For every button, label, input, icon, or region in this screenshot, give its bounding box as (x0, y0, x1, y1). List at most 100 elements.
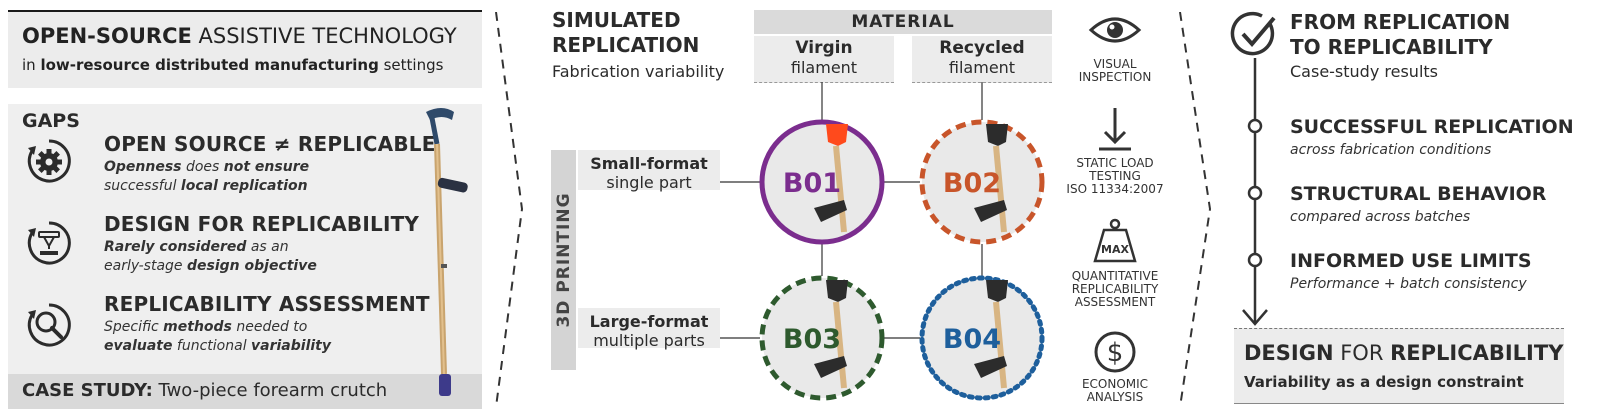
result-sub-2: compared across batches (1290, 209, 1471, 225)
text-seg: local replication (180, 178, 308, 194)
material-recycled-sub: filament (948, 58, 1016, 77)
crutch-cuff (986, 280, 1008, 302)
subtitle-pre: in (22, 56, 41, 74)
crutch-grip (974, 200, 1007, 222)
crutch-cuff (986, 124, 1008, 146)
results-title-line2: TO REPLICABILITY (1290, 35, 1493, 59)
format-small-sub: single part (606, 173, 692, 192)
material-virgin-sub: filament (790, 58, 858, 77)
simulation-title-line2: REPLICATION (552, 33, 700, 57)
simulation-title-line1: SIMULATED (552, 8, 681, 32)
results-title: FROM REPLICATION TO REPLICABILITY (1290, 10, 1510, 60)
batch-label: B01 (783, 168, 841, 199)
conclusion-mid: FOR (1333, 341, 1391, 365)
crutch-shaft (833, 301, 847, 389)
result-sub-1: across fabrication conditions (1290, 142, 1492, 158)
gaps-label: GAPS (22, 110, 80, 132)
crutch-grip (974, 356, 1007, 378)
batch-b02: B02 (919, 119, 1045, 245)
gap-heading-2: DESIGN FOR REPLICABILITY (104, 212, 420, 236)
simulation-title: SIMULATED REPLICATION (552, 8, 699, 58)
test-line: ASSESSMENT (1074, 295, 1156, 309)
text-seg: does (181, 159, 224, 175)
format-small: Small-format single part (578, 150, 720, 192)
conclusion-bold2: REPLICABILITY (1390, 341, 1564, 365)
test-line: STATIC LOAD (1076, 156, 1154, 170)
magnifier-cycle-icon (24, 300, 74, 350)
batch-b04: B04 (919, 275, 1045, 401)
main-subtitle: in low-resource distributed manufacturin… (22, 56, 443, 74)
gap-desc-3-line2: evaluate functional variability (104, 337, 331, 356)
svg-text:$: $ (1107, 338, 1124, 368)
subtitle-bold: low-resource distributed manufacturing (40, 56, 379, 74)
chevron-divider-left (495, 12, 524, 407)
batch-label: B02 (943, 168, 1001, 199)
material-virgin: Virgin filament (754, 36, 894, 83)
case-study-label: CASE STUDY: (22, 380, 153, 401)
text-seg: evaluate (104, 338, 173, 354)
test-line: ISO 11334:2007 (1066, 182, 1164, 196)
text-seg: early-stage (104, 258, 187, 274)
batch-circle (919, 275, 1045, 401)
text-seg: variability (251, 338, 331, 354)
format-large-sub: multiple parts (593, 331, 705, 350)
weight-max-icon: MAX (1093, 218, 1137, 263)
test-line: INSPECTION (1078, 70, 1152, 84)
gap-desc-1-line1: Openness does not ensure (104, 158, 309, 177)
process-label-text: 3D PRINTING (554, 192, 574, 327)
text-seg: Specific (104, 319, 164, 335)
text-seg: functional (172, 338, 252, 354)
conclusion-subtitle: Variability as a design constraint (1244, 373, 1524, 391)
main-title-bold: OPEN-SOURCE (22, 24, 192, 48)
down-arrow-load-icon (1099, 108, 1131, 151)
case-study-bar: CASE STUDY: Two-piece forearm crutch (8, 374, 482, 409)
main-title: OPEN-SOURCE ASSISTIVE TECHNOLOGY (22, 24, 457, 48)
gap-heading-3: REPLICABILITY ASSESSMENT (104, 292, 430, 316)
forearm-crutch-image (412, 104, 480, 402)
crutch-grip (814, 200, 847, 222)
batch-circle (919, 119, 1045, 245)
gap-desc-2-line2: early-stage design objective (104, 257, 317, 276)
result-sub-3: Performance + batch consistency (1290, 276, 1527, 292)
case-study-text: CASE STUDY: Two-piece forearm crutch (22, 380, 387, 401)
conclusion-box: DESIGN FOR REPLICABILITY Variability as … (1234, 328, 1564, 404)
text-seg: as an (246, 239, 289, 255)
results-title-line1: FROM REPLICATION (1290, 10, 1511, 34)
connector-lines (720, 82, 983, 339)
batch-label: B03 (783, 324, 841, 355)
chevron-divider-right (1179, 12, 1212, 407)
text-seg: methods (163, 319, 232, 335)
batch-label: B04 (943, 324, 1001, 355)
weight-max-text: MAX (1101, 243, 1129, 256)
crutch-shaft (993, 145, 1007, 233)
material-virgin-name: Virgin (795, 38, 853, 58)
results-subtitle: Case-study results (1290, 62, 1438, 81)
conclusion-bold1: DESIGN (1244, 341, 1334, 365)
test-line: QUANTITATIVE (1071, 269, 1159, 283)
format-large-name: Large-format (589, 312, 709, 331)
material-header: MATERIAL (754, 10, 1052, 34)
gap-desc-2-line1: Rarely considered as an (104, 238, 317, 257)
result-heading-3: INFORMED USE LIMITS (1290, 250, 1532, 272)
format-small-name: Small-format (590, 154, 708, 173)
conclusion-title: DESIGN FOR REPLICABILITY (1244, 341, 1563, 365)
batch-circle (759, 119, 885, 245)
3d-printer-cycle-icon (24, 218, 74, 268)
test-line: ANALYSIS (1086, 390, 1144, 404)
gap-desc-2: Rarely considered as an early-stage desi… (104, 238, 317, 276)
text-seg: Rarely considered (104, 239, 247, 255)
eye-icon (1088, 17, 1142, 43)
crutch-cuff (826, 124, 848, 146)
test-line: REPLICABILITY (1071, 282, 1159, 296)
text-seg: not ensure (223, 159, 310, 175)
result-heading-2: STRUCTURAL BEHAVIOR (1290, 183, 1547, 205)
simulation-subtitle: Fabrication variability (552, 62, 725, 81)
title-box: OPEN-SOURCE ASSISTIVE TECHNOLOGY in low-… (8, 10, 482, 88)
gap-desc-1: Openness does not ensure successful loca… (104, 158, 309, 196)
